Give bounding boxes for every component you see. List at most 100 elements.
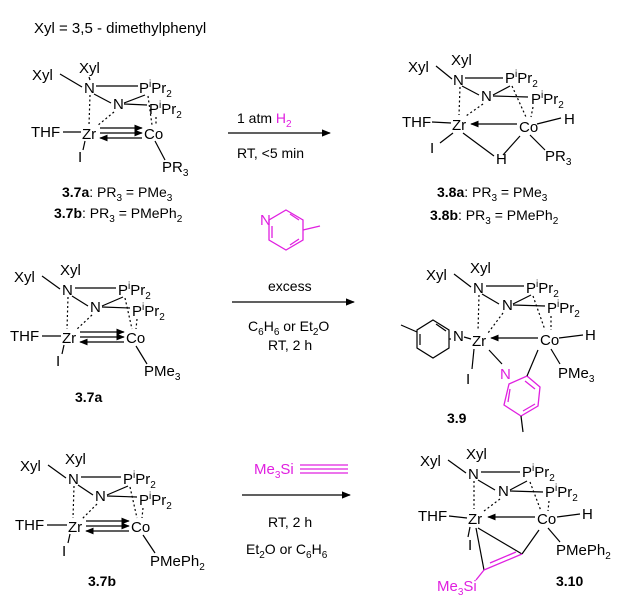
reaction-arrow-1: 1 atm H2 RT, <5 min [228, 110, 331, 161]
compound-label-3-7a: 3.7a [75, 389, 102, 405]
compound-label-3-7b: 3.7b [88, 573, 116, 589]
trimethylsilyl-label: Me3Si [437, 578, 477, 596]
compound-label-3-8b: 3.8b: PR3 = PMePh2 [430, 207, 559, 227]
picoline-reagent-icon [268, 209, 321, 251]
co-atom: Co [144, 126, 163, 143]
iodide-label: I [78, 149, 82, 166]
zr-atom: Zr [68, 519, 82, 536]
p-ipr2-label: PiPr2 [123, 470, 156, 491]
hydride-label: H [496, 151, 507, 168]
p-ipr2-label: PiPr2 [149, 100, 182, 121]
hydride-label: H [582, 506, 593, 523]
n-atom: N [113, 96, 124, 113]
alkyne-reagent-icon [300, 464, 348, 474]
zr-atom: Zr [472, 333, 486, 350]
n-atom: N [90, 299, 101, 316]
xyl-definition: Xyl = 3,5 - dimethylphenyl [34, 20, 206, 37]
n-atom: N [95, 488, 106, 505]
xyl-label: Xyl [32, 67, 53, 84]
iodide-label: I [430, 140, 434, 157]
xyl-label: Xyl [408, 59, 429, 76]
zr-atom: Zr [452, 117, 466, 134]
xyl-label: Xyl [451, 52, 472, 69]
iodide-label: I [468, 537, 472, 554]
pme3-ligand: PMe3 [144, 363, 181, 383]
compound-label-3-10: 3.10 [556, 573, 583, 589]
co-atom: Co [126, 330, 145, 347]
xyl-label: Xyl [466, 446, 487, 463]
iodide-label: I [56, 353, 60, 370]
thf-label: THF [31, 124, 60, 141]
thf-label: THF [402, 114, 431, 131]
conditions-text: RT, <5 min [237, 145, 304, 161]
complex-3-9: Xyl Xyl N N PiPr2 PiPr2 N Zr Co H I PMe3… [400, 260, 596, 433]
compound-label-3-9: 3.9 [447, 410, 467, 426]
complex-3-8: Xyl Xyl N N PiPr2 PiPr2 THF Zr Co H H I … [402, 52, 575, 168]
n-atom: N [481, 88, 492, 105]
pmeph2-ligand: PMePh2 [150, 553, 205, 573]
trimethylsilyl-label: Me3Si [254, 461, 294, 481]
zr-atom: Zr [82, 126, 96, 143]
xyl-label: Xyl [20, 458, 41, 475]
compound-label-3-7a: 3.7a: PR3 = PMe3 [62, 184, 173, 204]
compound-label-3-8a: 3.8a: PR3 = PMe3 [437, 184, 548, 204]
n-atom: N [68, 471, 79, 488]
n-atom: N [62, 282, 73, 299]
xyl-label: Xyl [420, 453, 441, 470]
n-atom: N [500, 366, 511, 383]
n-atom: N [502, 297, 513, 314]
pme3-ligand: PMe3 [558, 365, 595, 385]
n-atom: N [453, 72, 464, 89]
p-ipr2-label: PiPr2 [526, 279, 559, 300]
reagent-excess: excess [268, 278, 312, 294]
pr3-ligand: PR3 [162, 159, 189, 179]
co-atom: Co [540, 332, 559, 349]
xyl-label: Xyl [79, 60, 100, 77]
conditions-solvent: C6H6 or Et2O [248, 318, 329, 338]
hydride-label: H [564, 111, 575, 128]
n-atom: N [84, 80, 95, 97]
reaction-arrow-3: Me3Si RT, 2 h Et2O or C6H6 [242, 461, 351, 561]
n-atom: N [453, 328, 464, 345]
complex-3-7a-row1: Xyl Xyl N N PiPr2 PiPr2 THF Zr Co I PR3 [31, 60, 189, 179]
co-atom: Co [519, 119, 538, 136]
xyl-label: Xyl [14, 269, 35, 286]
xyl-label: Xyl [65, 451, 86, 468]
co-atom: Co [537, 511, 556, 528]
reaction-arrow-2: N excess C6H6 or Et2O RT, 2 h [232, 209, 355, 353]
thf-label: THF [15, 517, 44, 534]
p-ipr2-label: PiPr2 [505, 69, 538, 90]
hydride-label: H [585, 327, 596, 344]
p-ipr2-label: PiPr2 [139, 79, 172, 100]
p-ipr2-label: PiPr2 [132, 302, 165, 323]
p-ipr2-label: PiPr2 [545, 483, 578, 504]
conditions-time: RT, 2 h [268, 514, 312, 530]
thf-label: THF [10, 328, 39, 345]
p-ipr2-label: PiPr2 [531, 90, 564, 111]
zr-atom: Zr [62, 330, 76, 347]
xyl-label: Xyl [470, 260, 491, 277]
iodide-label: I [466, 371, 470, 388]
p-ipr2-label: PiPr2 [522, 463, 555, 484]
p-ipr2-label: PiPr2 [139, 491, 172, 512]
n-atom: N [473, 280, 484, 297]
conditions-solvent: Et2O or C6H6 [246, 541, 328, 561]
p-ipr2-label: PiPr2 [118, 281, 151, 302]
complex-core: Xyl Xyl N N PiPr2 PiPr2 THF Zr Co I PR3 [31, 60, 189, 179]
n-atom: N [498, 483, 509, 500]
conditions-time: RT, 2 h [268, 337, 312, 353]
reagent-h2: 1 atm H2 [237, 110, 292, 130]
iodide-label: I [62, 543, 66, 560]
compound-label-3-7b: 3.7b: PR3 = PMePh2 [54, 205, 183, 225]
thf-label: THF [418, 508, 447, 525]
co-atom: Co [131, 519, 150, 536]
xyl-label: Xyl [426, 267, 447, 284]
complex-3-10: Xyl Xyl N N PiPr2 PiPr2 THF Zr Co H I PM… [418, 446, 611, 596]
pmeph2-ligand: PMePh2 [556, 542, 611, 562]
zr-atom: Zr [468, 511, 482, 528]
xyl-label: Xyl [60, 262, 81, 279]
p-ipr2-label: PiPr2 [547, 299, 580, 320]
n-atom: N [260, 212, 271, 229]
complex-3-7b: Xyl Xyl N N PiPr2 PiPr2 THF Zr Co I PMeP… [15, 451, 205, 573]
